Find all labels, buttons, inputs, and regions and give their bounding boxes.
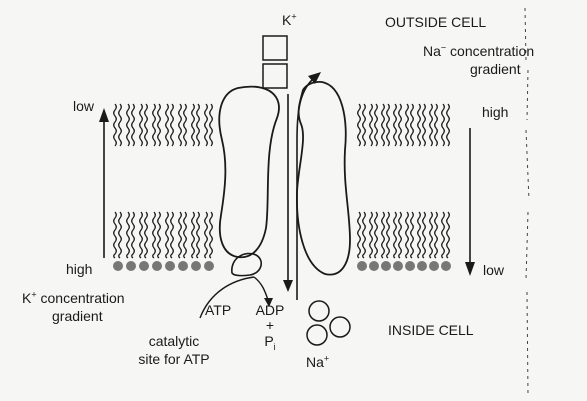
k-gradient-low-label: low: [73, 98, 95, 114]
lipid-head: [429, 261, 439, 271]
membrane-lipid-tails-bottom: [113, 211, 450, 259]
inorganic-phosphate-label: Pi: [264, 333, 276, 352]
lipid-head: [417, 261, 427, 271]
membrane-lipid-heads: [113, 261, 451, 271]
potassium-ion-box-lower: [262, 63, 288, 89]
atp-to-site-arrow: [199, 276, 255, 319]
k-concentration-gradient-label: K+ concentration: [22, 289, 125, 306]
lipid-head: [139, 261, 149, 271]
adp-label: ADP: [255, 302, 285, 318]
catalytic-site-label: catalytic: [148, 333, 200, 349]
k-gradient-arrowhead: [99, 108, 109, 122]
catalytic-site-loop: [231, 252, 263, 277]
lipid-head: [393, 261, 403, 271]
na-gradient-high-label: high: [482, 104, 509, 120]
sodium-outward-path: [296, 79, 313, 300]
sodium-ion-circle-right: [329, 316, 351, 338]
k-gradient-high-label: high: [66, 261, 93, 277]
lipid-head: [405, 261, 415, 271]
lipid-head: [369, 261, 379, 271]
adp-plus-sign: +: [265, 317, 275, 333]
potassium-ion-label: K+: [282, 11, 297, 28]
lipid-head: [165, 261, 175, 271]
pump-protein-right-subunit: [296, 80, 351, 276]
lipid-head: [204, 261, 214, 271]
potassium-inward-arrowhead: [283, 280, 293, 292]
page-edge-mark: [524, 7, 530, 396]
lipid-head: [152, 261, 162, 271]
sodium-ion-circle-bottom: [306, 324, 328, 346]
lipid-head: [357, 261, 367, 271]
lipid-head: [441, 261, 451, 271]
adp-arrowhead: [264, 298, 273, 307]
sodium-outward-arrowhead: [308, 72, 321, 84]
na-concentration-gradient-label-line2: gradient: [470, 61, 521, 77]
lipid-head: [381, 261, 391, 271]
lipid-head: [191, 261, 201, 271]
lipid-head: [113, 261, 123, 271]
pump-protein-left-subunit: [218, 85, 280, 259]
lipid-head: [126, 261, 136, 271]
k-concentration-gradient-label-line2: gradient: [52, 308, 103, 324]
na-gradient-arrowhead: [465, 262, 475, 276]
sodium-ion-circle-top: [308, 300, 330, 322]
lipid-head: [178, 261, 188, 271]
sodium-ion-label: Na+: [306, 353, 330, 370]
catalytic-site-label-line2: site for ATP: [138, 351, 210, 367]
inside-cell-label: INSIDE CELL: [388, 322, 474, 338]
potassium-ion-box-upper: [262, 35, 288, 61]
na-concentration-gradient-label: Na− concentration: [423, 42, 535, 59]
site-to-adp-arrow: [253, 276, 269, 301]
membrane-lipid-tails-top: [113, 103, 450, 147]
atp-label: ATP: [205, 302, 232, 318]
outside-cell-label: OUTSIDE CELL: [385, 14, 487, 30]
na-gradient-low-label: low: [483, 262, 505, 278]
